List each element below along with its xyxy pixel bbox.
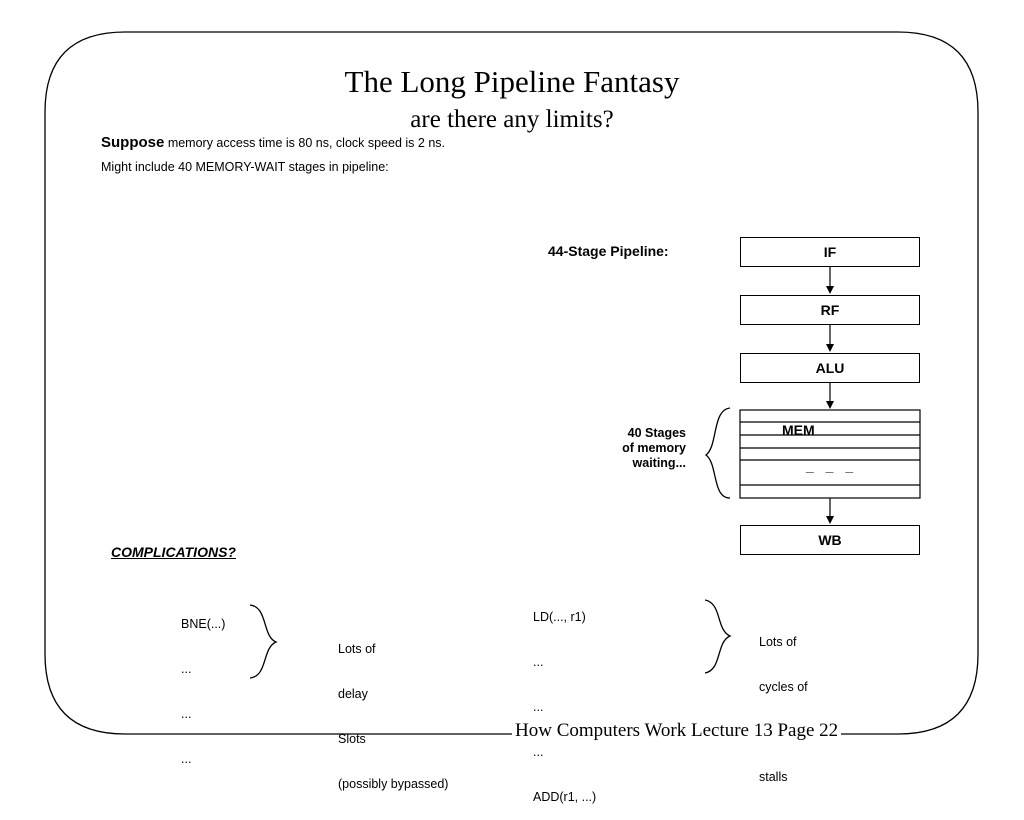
slide-title: The Long Pipeline Fantasy <box>344 64 680 99</box>
note-line: cycles of <box>759 680 808 694</box>
pipeline-diagram <box>249 267 921 679</box>
wait-label-line: 40 Stages <box>627 426 686 440</box>
note-line: stalls <box>759 770 788 784</box>
memory-wait-line: Might include 40 MEMORY-WAIT stages in p… <box>101 160 389 174</box>
memory-wait-brace <box>704 407 731 499</box>
pipeline-label: 44-Stage Pipeline: <box>548 243 669 259</box>
code-line: ... <box>533 745 544 759</box>
stage-rf: RF <box>740 295 920 325</box>
memory-stage-stack <box>739 409 921 499</box>
memory-wait-label: 40 Stages of memory waiting... <box>590 426 686 471</box>
stage-if: IF <box>740 237 920 267</box>
branch-code: BNE(...) ... ... ... <box>181 587 225 782</box>
stage-alu: ALU <box>740 353 920 383</box>
stage-ellipsis: _ _ _ <box>806 458 858 474</box>
mem-stage-label: MEM <box>782 422 815 438</box>
slide-subtitle: are there any limits? <box>410 106 614 133</box>
wait-label-line: of memory <box>622 441 686 455</box>
code-line: ADD(r1, ...) <box>533 790 597 804</box>
code-line: BNE(...) <box>181 617 226 631</box>
pipeline-stalls-note: Lots of cycles of pipeline stalls <box>759 605 808 800</box>
complications-heading: COMPLICATIONS? <box>111 544 236 560</box>
slide-footer: How Computers Work Lecture 13 Page 22 <box>512 720 842 742</box>
note-line: (possibly bypassed) <box>338 777 449 791</box>
note-line: delay <box>338 687 368 701</box>
code-line: LD(..., r1) <box>533 610 586 624</box>
note-line: Slots <box>338 732 366 746</box>
stage-wb: WB <box>740 525 920 555</box>
code-line: ... <box>533 655 544 669</box>
suppose-text: memory access time is 80 ns, clock speed… <box>164 136 446 150</box>
suppose-line: Suppose memory access time is 80 ns, clo… <box>101 134 445 151</box>
delay-slots-brace <box>249 604 278 679</box>
delay-slots-note: Lots of delay Slots (possibly bypassed) <box>338 612 448 807</box>
note-line: Lots of <box>759 635 797 649</box>
code-line: ... <box>533 700 544 714</box>
code-line: ... <box>181 662 192 676</box>
suppose-word: Suppose <box>101 134 165 151</box>
code-line: ... <box>181 752 192 766</box>
slide-frame <box>44 31 979 735</box>
wait-label-line: waiting... <box>632 456 686 470</box>
pipeline-stalls-brace <box>704 599 732 674</box>
note-line: Lots of <box>338 642 376 656</box>
code-line: ... <box>181 707 192 721</box>
pipeline-arrows <box>826 267 834 524</box>
load-code: LD(..., r1) ... ... ... ADD(r1, ...) <box>533 580 596 820</box>
